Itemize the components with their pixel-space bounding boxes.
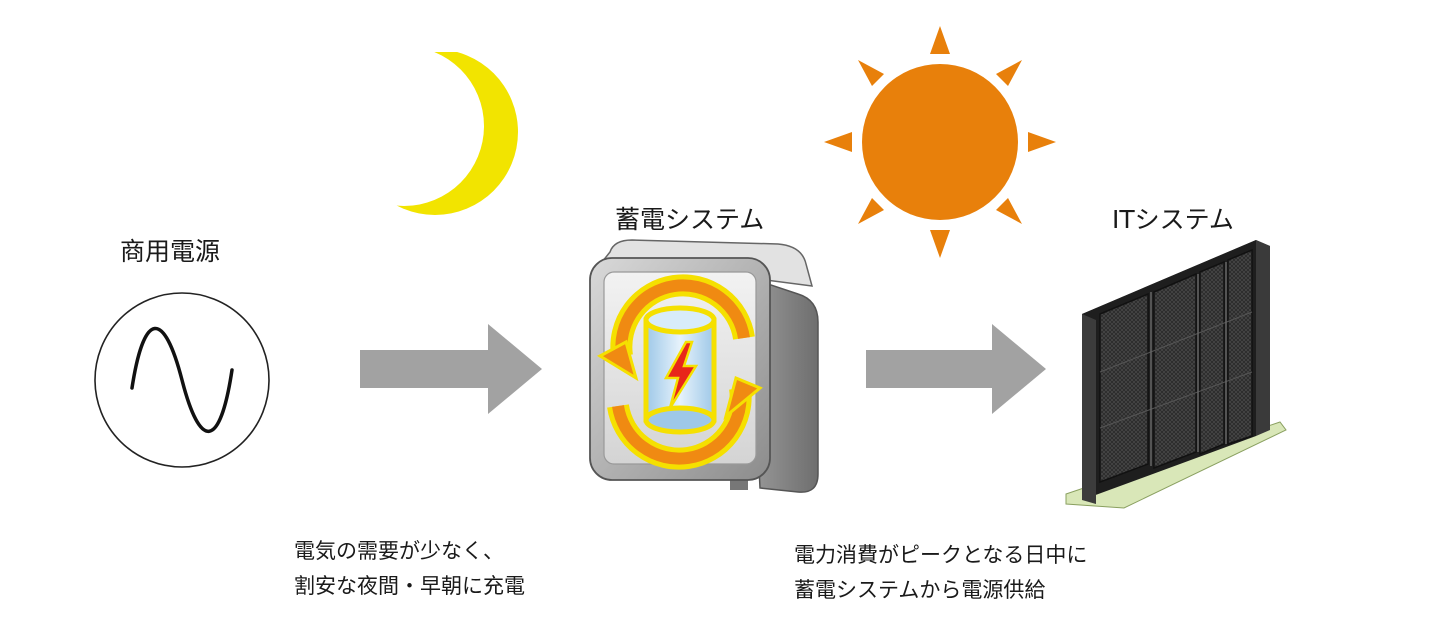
supply-caption-line-2: 蓄電システムから電源供給	[794, 578, 1046, 602]
commercial-power-label: 商用電源	[120, 237, 221, 266]
charge-caption-line-2: 割安な夜間・早朝に充電	[294, 574, 525, 598]
it-system-label: ITシステム	[1112, 205, 1234, 234]
right-arrow-icon	[866, 324, 1046, 414]
sun-icon	[824, 26, 1056, 258]
right-arrow-icon	[360, 324, 542, 414]
server-rack-icon	[1065, 240, 1287, 509]
charge-caption-line-1: 電気の需要が少なく、	[294, 539, 504, 563]
supply-caption: 電力消費がピークとなる日中に 蓄電システムから電源供給	[794, 538, 1087, 608]
ac-sine-wave-icon	[94, 292, 270, 468]
storage-battery-icon	[589, 239, 819, 493]
supply-caption-line-1: 電力消費がピークとなる日中に	[794, 543, 1088, 567]
storage-system-label: 蓄電システム	[615, 205, 765, 234]
charge-caption: 電気の需要が少なく、 割安な夜間・早朝に充電	[294, 534, 525, 604]
crescent-moon-icon	[352, 52, 518, 215]
